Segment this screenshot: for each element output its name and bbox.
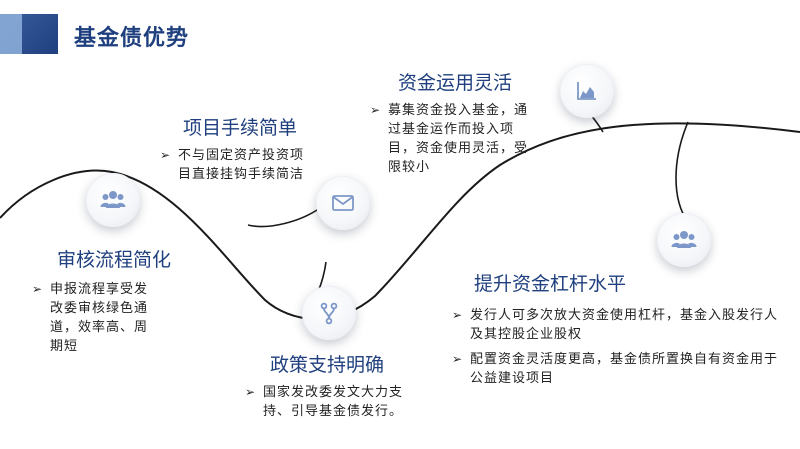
branch-icon bbox=[320, 302, 338, 325]
bullet-item: ➢ 配置资金灵活度更高，基金债所置换自有资金用于公益建设项目 bbox=[452, 352, 779, 386]
bullet-item: ➢ 不与固定资产投资项目直接挂钩手续简洁 bbox=[160, 148, 305, 182]
fund-node bbox=[560, 64, 614, 118]
connector-leverage bbox=[675, 121, 689, 223]
review-title: 审核流程简化 bbox=[57, 249, 172, 271]
connector-project bbox=[247, 207, 321, 228]
bullet-arrow-icon: ➢ bbox=[160, 148, 172, 162]
area-chart-icon bbox=[577, 82, 596, 100]
bullet-arrow-icon: ➢ bbox=[452, 308, 464, 322]
leverage-title: 提升资金杠杆水平 bbox=[474, 273, 627, 295]
review-node bbox=[86, 173, 140, 227]
users-icon bbox=[100, 191, 126, 208]
review-body: ➢ 申报流程享受发改委审核绿色通道，效率高、周期短 bbox=[32, 280, 160, 356]
bullet-arrow-icon: ➢ bbox=[452, 352, 464, 366]
bullet-item: ➢ 发行人可多次放大资金使用杠杆，基金入股发行人及其控股企业股权 bbox=[452, 308, 779, 342]
bullet-arrow-icon: ➢ bbox=[32, 282, 44, 296]
bullet-item: ➢ 国家发改委发文大力支持、引导基金债发行。 bbox=[245, 385, 404, 419]
bullet-arrow-icon: ➢ bbox=[370, 103, 382, 117]
leverage-body: ➢ 发行人可多次放大资金使用杠杆，基金入股发行人及其控股企业股权 ➢ 配置资金灵… bbox=[452, 306, 788, 388]
mail-icon bbox=[332, 195, 354, 211]
bullet-arrow-icon: ➢ bbox=[245, 385, 257, 399]
bullet-item: ➢ 募集资金投入基金，通过基金运作而投入项目，资金使用灵活，受限较小 bbox=[370, 103, 529, 175]
project-body: ➢ 不与固定资产投资项目直接挂钩手续简洁 bbox=[160, 146, 308, 184]
leverage-node bbox=[657, 213, 711, 267]
header-accent-stripe bbox=[0, 14, 22, 54]
bullet-item: ➢ 申报流程享受发改委审核绿色通道，效率高、周期短 bbox=[32, 282, 149, 354]
page-title: 基金债优势 bbox=[74, 26, 190, 51]
policy-title: 政策支持明确 bbox=[270, 354, 385, 376]
policy-body: ➢ 国家发改委发文大力支持、引导基金债发行。 bbox=[245, 383, 413, 421]
project-title: 项目手续简单 bbox=[183, 117, 298, 139]
fund-title: 资金运用灵活 bbox=[398, 72, 513, 94]
fund-body: ➢ 募集资金投入基金，通过基金运作而投入项目，资金使用灵活，受限较小 bbox=[370, 101, 532, 177]
users-icon bbox=[671, 231, 697, 248]
project-node bbox=[316, 176, 370, 230]
policy-node bbox=[302, 286, 356, 340]
